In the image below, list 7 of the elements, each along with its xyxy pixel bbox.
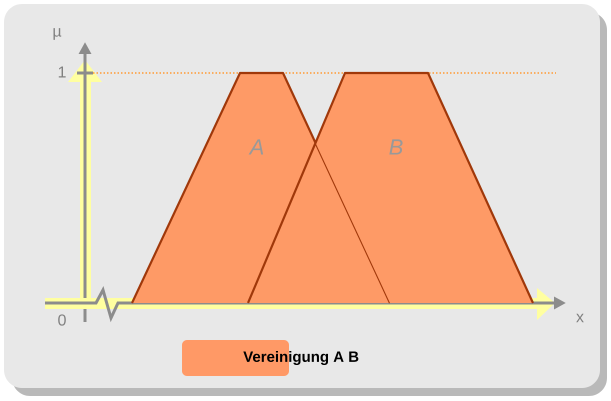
node-label: B	[389, 139, 403, 155]
legend-text: Vereinigung A B	[243, 350, 358, 366]
axis-label: µ	[54, 28, 62, 40]
node-label: A	[248, 139, 264, 155]
tick-label: 0	[58, 314, 66, 326]
tick-label: 1	[58, 66, 66, 78]
axis-label: x	[576, 314, 584, 322]
